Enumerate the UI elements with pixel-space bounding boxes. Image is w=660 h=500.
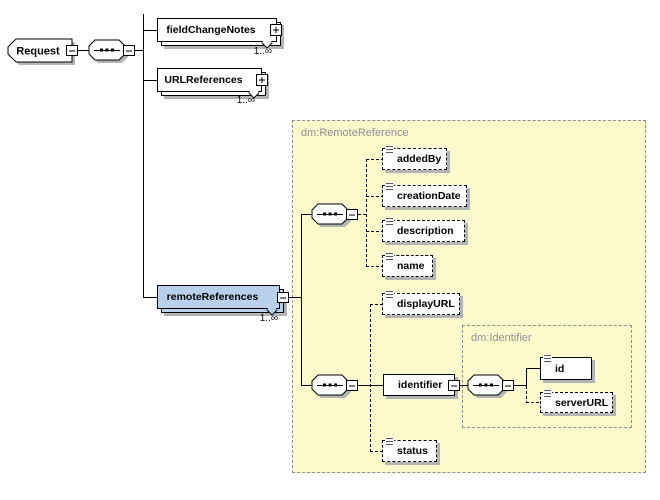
type-box-identifier-label: dm:Identifier [471, 332, 532, 344]
request-collapse-button[interactable] [66, 45, 78, 56]
text-content-icon [385, 182, 394, 191]
urlReferences-expand-button[interactable] [256, 74, 268, 86]
text-content-icon [385, 437, 394, 446]
sequence-remoteref-a-collapse-button[interactable] [346, 209, 358, 220]
connector-lines [78, 14, 540, 386]
request-element[interactable]: Request [7, 38, 75, 65]
element-name[interactable]: name [382, 252, 433, 277]
text-content-icon [385, 145, 394, 154]
element-serverURL-label: serverURL [555, 396, 609, 409]
text-content-icon [543, 389, 552, 398]
connector-lines-optional [358, 159, 540, 452]
identifier-collapse-button[interactable] [448, 380, 460, 391]
element-displayURL[interactable]: displayURL [382, 290, 460, 315]
remoteReferences-collapse-button[interactable] [277, 292, 289, 303]
element-fieldChangeNotes-label: fieldChangeNotes [166, 24, 256, 36]
sequence-compositor-remoteref-a[interactable] [311, 203, 351, 227]
type-box-remote-reference: dm:RemoteReference [292, 120, 646, 473]
element-addedBy[interactable]: addedBy [382, 145, 447, 170]
element-remoteReferences-label: remoteReferences [166, 291, 259, 303]
sequence-compositor-root[interactable] [88, 39, 128, 63]
sequence-compositor-identifier[interactable] [467, 374, 507, 398]
remoteReferences-occurrence: 1..∞ [259, 313, 278, 324]
element-identifier-label: identifier [398, 379, 443, 391]
element-id[interactable]: id [540, 354, 592, 380]
text-content-icon [385, 252, 394, 261]
element-id-label: id [555, 362, 565, 375]
element-addedBy-label: addedBy [397, 153, 442, 165]
sequence-root-collapse-button[interactable] [123, 45, 135, 56]
element-creationDate-label: creationDate [397, 190, 461, 202]
sequence-remoteref-b-collapse-button[interactable] [346, 380, 358, 391]
sequence-compositor-remoteref-b[interactable] [311, 374, 351, 398]
element-description-label: description [397, 225, 454, 237]
element-fieldChangeNotes[interactable]: fieldChangeNotes [157, 18, 277, 42]
element-status-label: status [397, 445, 428, 457]
text-content-icon [385, 290, 394, 299]
type-box-identifier: dm:Identifier [462, 325, 632, 428]
type-box-remote-reference-label: dm:RemoteReference [301, 127, 409, 139]
element-name-label: name [397, 260, 425, 272]
element-urlReferences[interactable]: URLReferences [157, 68, 262, 92]
element-creationDate[interactable]: creationDate [382, 182, 467, 207]
fieldChangeNotes-expand-button[interactable] [270, 24, 282, 36]
text-content-icon [385, 217, 394, 226]
element-serverURL[interactable]: serverURL [540, 389, 613, 413]
element-urlReferences-label: URLReferences [164, 74, 243, 86]
text-content-icon [543, 354, 552, 363]
element-identifier[interactable]: identifier [383, 374, 455, 396]
urlReferences-occurrence: 1..∞ [236, 95, 255, 106]
fieldChangeNotes-occurrence: 1..∞ [253, 46, 272, 57]
element-displayURL-label: displayURL [397, 298, 455, 310]
request-element-box[interactable] [7, 38, 73, 63]
element-description[interactable]: description [382, 217, 465, 242]
element-status[interactable]: status [382, 437, 437, 462]
sequence-identifier-collapse-button[interactable] [502, 380, 514, 391]
request-element-label: Request [16, 46, 60, 58]
element-remoteReferences[interactable]: remoteReferences [157, 285, 280, 309]
